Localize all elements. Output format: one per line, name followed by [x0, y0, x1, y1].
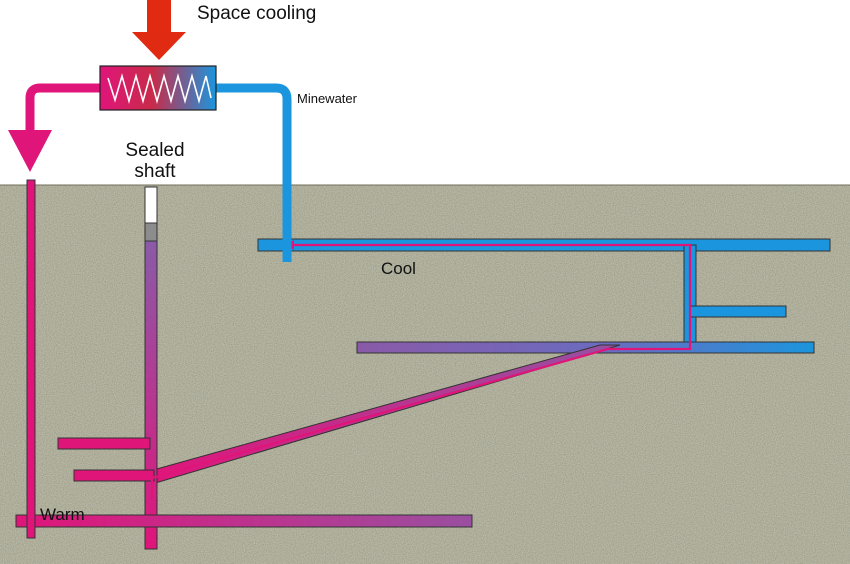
sealed-shaft — [144, 240, 158, 550]
return-arrow-icon — [8, 130, 52, 172]
cool-stub-tunnel — [689, 305, 787, 318]
cool-label: Cool — [381, 259, 416, 278]
warm-label: Warm — [40, 505, 85, 524]
sealed-shaft-label-line1: Sealed — [125, 140, 185, 161]
minewater-label: Minewater — [297, 91, 357, 106]
heat-exchanger-icon — [99, 65, 217, 111]
down-arrow-icon — [132, 0, 186, 60]
return-pipe — [25, 83, 102, 132]
minewater-supply-pipe — [216, 83, 292, 262]
return-shaft — [26, 179, 36, 539]
shaft-grey-section — [144, 222, 158, 242]
sealed-shaft-label-line2: shaft — [134, 160, 176, 182]
warm-level-upper — [57, 437, 151, 450]
space-cooling-label: Space cooling — [197, 3, 317, 24]
sealed-shaft-label: Sealed shaft — [108, 140, 202, 183]
flow-path — [150, 243, 692, 500]
lower-warm-tunnel — [15, 514, 473, 528]
shaft-plug — [144, 186, 158, 224]
warm-level-middle — [73, 469, 155, 482]
